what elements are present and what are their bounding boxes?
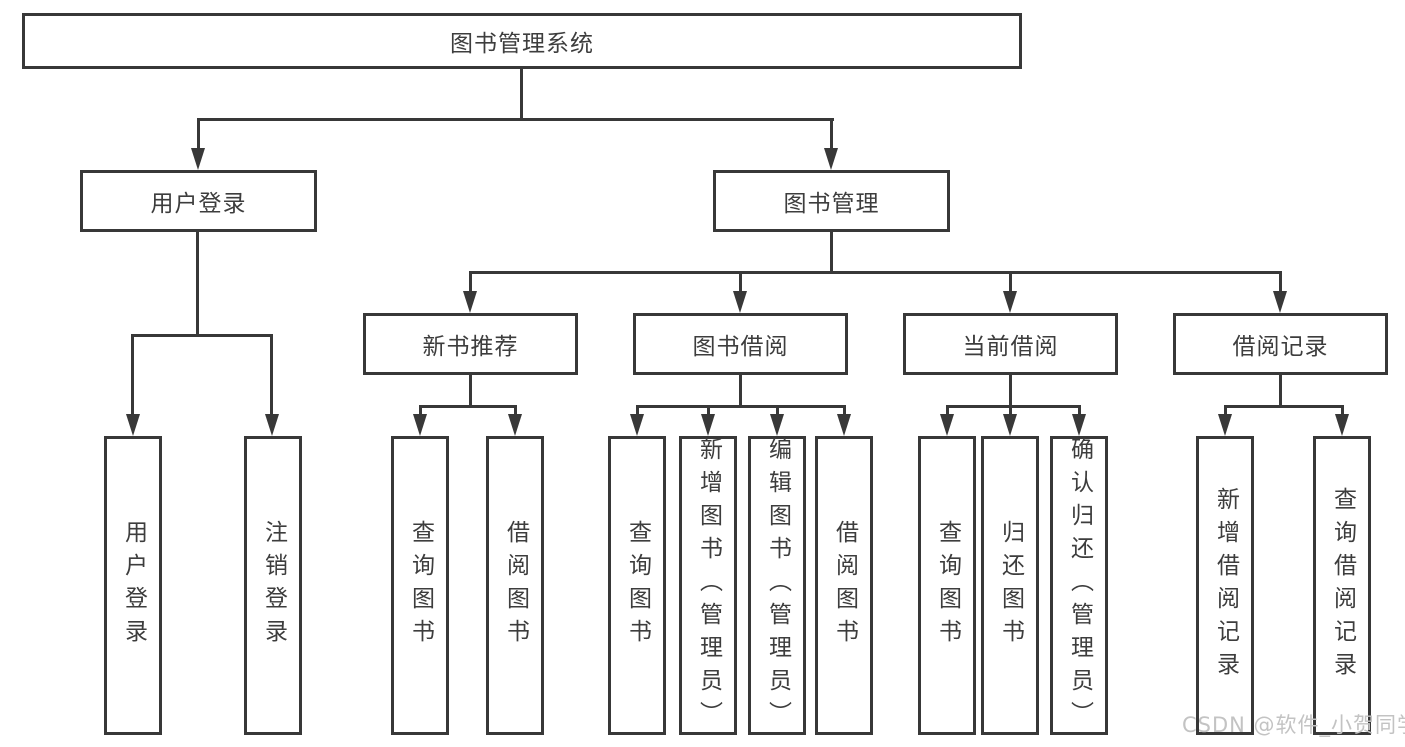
connector [131, 334, 134, 418]
node-label: 借阅图书 [502, 519, 529, 652]
connector [636, 405, 639, 417]
node-label: 图书借阅 [692, 334, 789, 360]
connector [419, 405, 516, 408]
arrowhead-icon [1003, 291, 1017, 313]
arrowhead-icon [837, 414, 851, 436]
connector [830, 118, 833, 152]
node-label: 查询图书 [407, 519, 434, 652]
connector [843, 405, 846, 417]
leaf-add-borrow-record: 新增借阅记录 [1196, 436, 1254, 735]
connector [1279, 271, 1282, 295]
node-new-book-recommend: 新书推荐 [363, 313, 578, 375]
node-label: 新增图书（管理员） [695, 437, 722, 734]
arrowhead-icon [1273, 291, 1287, 313]
arrowhead-icon [1072, 414, 1086, 436]
connector [270, 334, 273, 418]
node-label: 图书管理 [783, 191, 880, 217]
connector [1009, 271, 1012, 295]
connector [419, 405, 422, 417]
connector [469, 373, 472, 408]
connector [776, 405, 779, 417]
arrowhead-icon [1003, 414, 1017, 436]
node-label: 查询借阅记录 [1329, 486, 1356, 685]
node-label: 查询图书 [934, 519, 961, 652]
node-library-system: 图书管理系统 [22, 13, 1022, 69]
node-label: 编辑图书（管理员） [764, 437, 791, 734]
connector [1078, 405, 1081, 417]
arrowhead-icon [701, 414, 715, 436]
arrowhead-icon [191, 148, 205, 170]
arrowhead-icon [1218, 414, 1232, 436]
leaf-add-book-admin: 新增图书（管理员） [679, 436, 737, 735]
leaf-query-borrow-record: 查询借阅记录 [1313, 436, 1371, 735]
connector [636, 405, 845, 408]
leaf-borrow-books-recommend: 借阅图书 [486, 436, 544, 735]
connector [197, 118, 200, 152]
arrowhead-icon [824, 148, 838, 170]
connector [1279, 373, 1282, 408]
arrowhead-icon [770, 414, 784, 436]
arrowhead-icon [413, 414, 427, 436]
node-label: 借阅图书 [831, 519, 858, 652]
connector [469, 271, 472, 295]
connector [469, 271, 1281, 274]
leaf-query-books-current: 查询图书 [918, 436, 976, 735]
connector [131, 334, 272, 337]
leaf-return-books: 归还图书 [981, 436, 1039, 735]
connector [739, 373, 742, 408]
node-user-login: 用户登录 [80, 170, 317, 232]
leaf-user-login: 用户登录 [104, 436, 162, 735]
arrowhead-icon [265, 414, 279, 436]
connector [1009, 373, 1012, 408]
node-label: 注销登录 [260, 519, 287, 652]
leaf-edit-book-admin: 编辑图书（管理员） [748, 436, 806, 735]
node-label: 新增借阅记录 [1212, 486, 1239, 685]
connector [1009, 405, 1012, 417]
arrowhead-icon [126, 414, 140, 436]
node-label: 当前借阅 [962, 334, 1059, 360]
leaf-query-books-borrowing: 查询图书 [608, 436, 666, 735]
node-current-borrowing: 当前借阅 [903, 313, 1118, 375]
node-label: 用户登录 [150, 191, 247, 217]
arrowhead-icon [733, 291, 747, 313]
node-label: 确认归还（管理员） [1066, 437, 1093, 734]
node-label: 借阅记录 [1232, 334, 1329, 360]
arrowhead-icon [630, 414, 644, 436]
leaf-query-books-recommend: 查询图书 [391, 436, 449, 735]
connector [739, 271, 742, 295]
leaf-borrow-books-borrowing: 借阅图书 [815, 436, 873, 735]
connector [946, 405, 1080, 408]
node-borrowing-records: 借阅记录 [1173, 313, 1388, 375]
connector [830, 232, 833, 274]
connector [514, 405, 517, 417]
connector [520, 68, 523, 120]
leaf-confirm-return-admin: 确认归还（管理员） [1050, 436, 1108, 735]
arrowhead-icon [1335, 414, 1349, 436]
node-book-management: 图书管理 [713, 170, 950, 232]
connector [1341, 405, 1344, 417]
arrowhead-icon [940, 414, 954, 436]
connector [197, 118, 834, 121]
node-book-borrowing: 图书借阅 [633, 313, 848, 375]
connector [196, 232, 199, 337]
node-label: 用户登录 [120, 519, 147, 652]
connector [1224, 405, 1343, 408]
csdn-watermark: CSDN @软件_小贺同学 [1182, 713, 1405, 737]
leaf-logout-login: 注销登录 [244, 436, 302, 735]
connector [707, 405, 710, 417]
connector [946, 405, 949, 417]
arrowhead-icon [508, 414, 522, 436]
node-label: 新书推荐 [422, 334, 519, 360]
arrowhead-icon [463, 291, 477, 313]
node-label: 图书管理系统 [450, 31, 594, 57]
connector [1224, 405, 1227, 417]
node-label: 查询图书 [624, 519, 651, 652]
node-label: 归还图书 [997, 519, 1024, 652]
